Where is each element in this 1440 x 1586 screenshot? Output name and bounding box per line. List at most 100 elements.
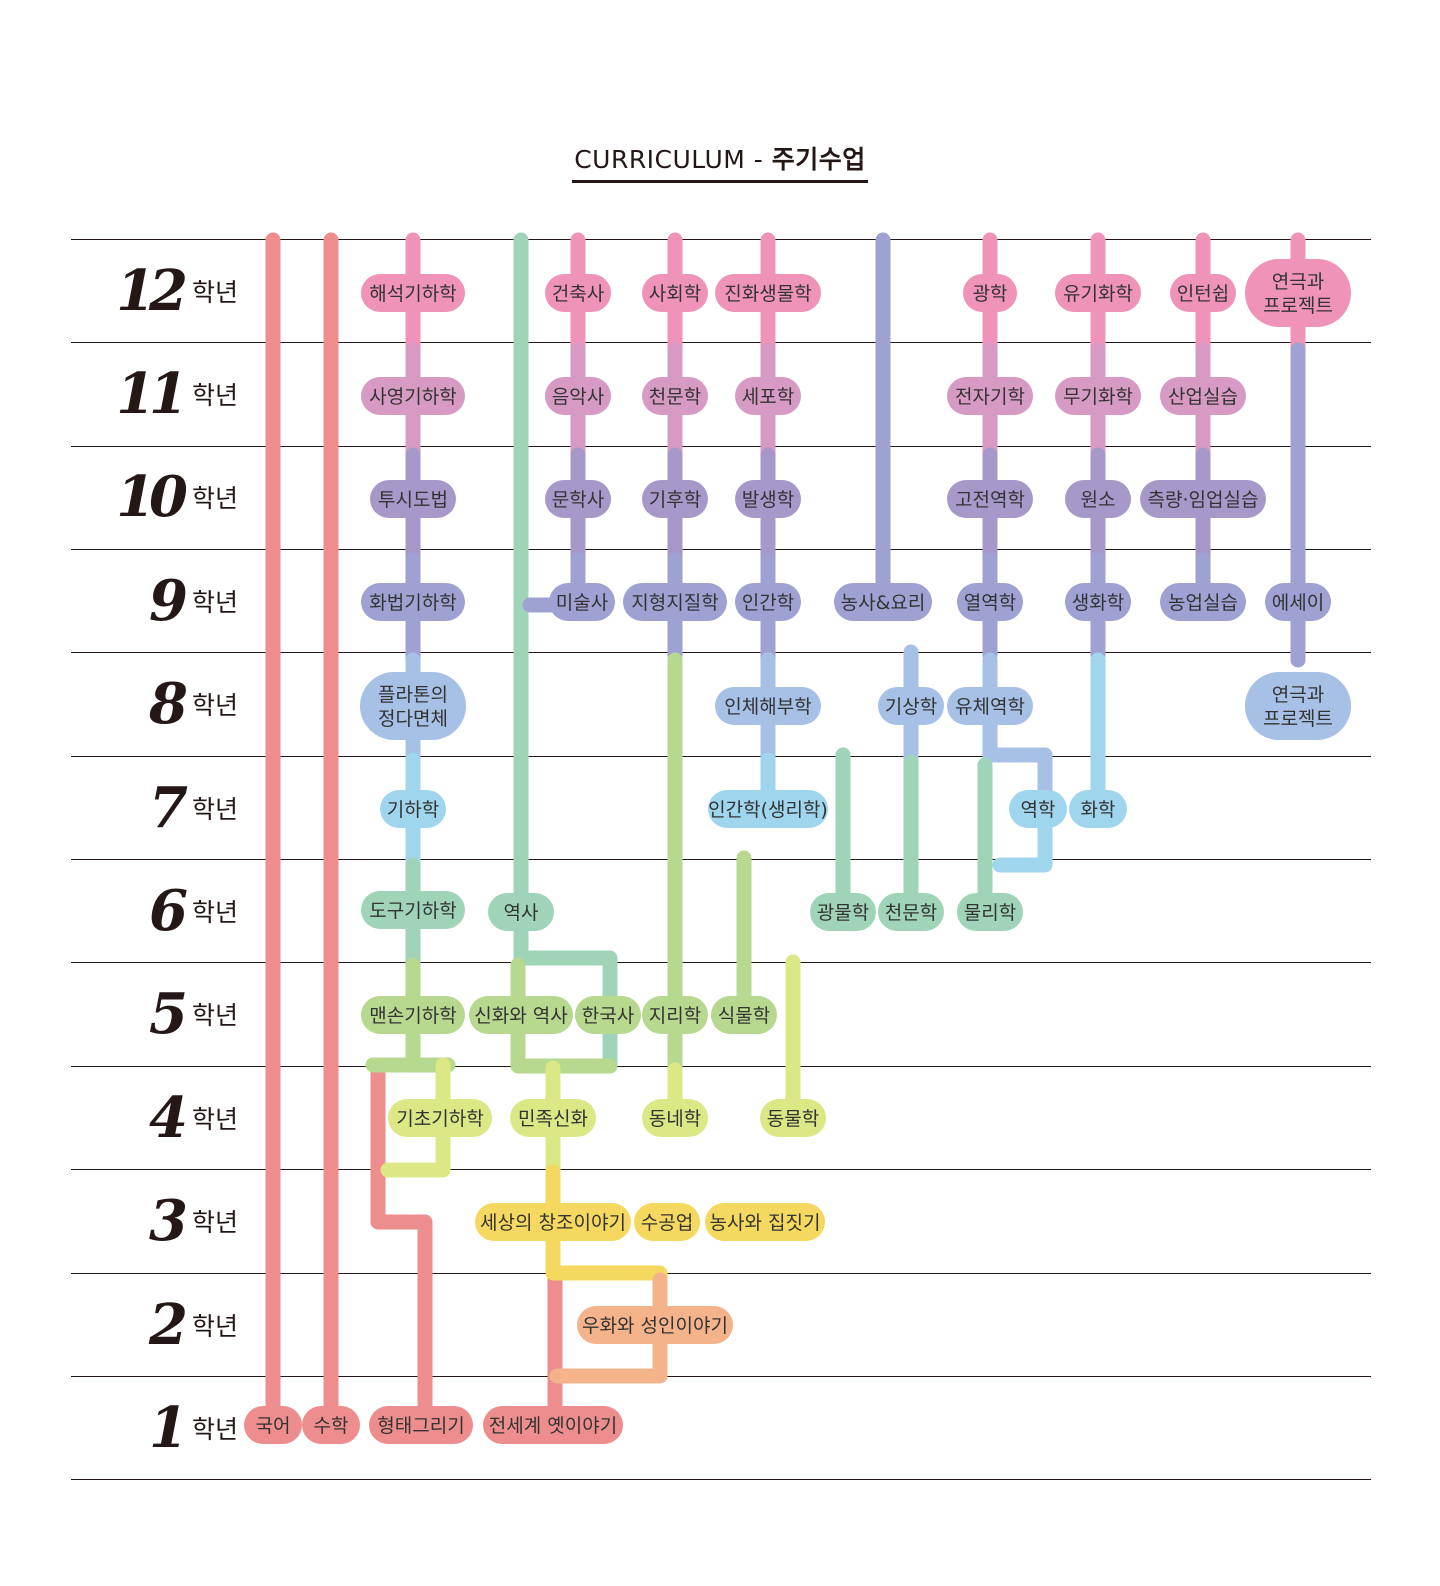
subject-label-line: 플라톤의 xyxy=(378,684,448,706)
subject-pill: 원소 xyxy=(1065,480,1131,518)
subject-label: 열역학 xyxy=(964,592,1016,614)
subject-label-line: 화법기하학 xyxy=(369,592,456,614)
subject-label-line: 농사와 집짓기 xyxy=(710,1212,821,1234)
subject-label-line: 동물학 xyxy=(767,1108,819,1130)
subject-pill-bg xyxy=(810,893,876,931)
subject-pill-bg xyxy=(735,480,801,518)
subject-pill-bg xyxy=(1065,480,1131,518)
row-line xyxy=(71,1479,1371,1480)
row-line xyxy=(71,1273,1371,1274)
subject-pill-bg xyxy=(1055,274,1141,312)
subject-label: 유체역학 xyxy=(955,696,1025,718)
row-line xyxy=(71,1169,1371,1170)
subject-pill-bg xyxy=(469,996,573,1034)
grade-number: 6 xyxy=(149,878,188,944)
subject-pill-bg xyxy=(577,1306,733,1344)
grade-suffix: 학년 xyxy=(192,795,239,824)
subject-label: 역사 xyxy=(504,902,539,924)
subject-label: 해석기하학 xyxy=(369,283,456,305)
subject-label-line: 농업실습 xyxy=(1168,592,1238,614)
subject-pill: 음악사 xyxy=(545,377,611,415)
subject-label: 수학 xyxy=(314,1415,349,1437)
subject-pill-bg xyxy=(1009,790,1067,828)
subject-pill: 기상학 xyxy=(878,687,944,725)
subject-pill: 신화와 역사 xyxy=(469,996,573,1034)
grade-number: 4 xyxy=(149,1085,188,1151)
grade-number: 1 xyxy=(149,1395,188,1461)
subject-pill-bg xyxy=(634,1203,700,1241)
subject-pill-bg xyxy=(947,687,1033,725)
subject-pill: 무기화학 xyxy=(1055,377,1141,415)
subject-label: 민족신화 xyxy=(518,1108,588,1130)
subject-label-line: 수학 xyxy=(314,1415,349,1437)
subject-label-line: 도구기하학 xyxy=(369,900,456,922)
subject-pill: 기초기하학 xyxy=(388,1099,492,1137)
subject-pill-bg xyxy=(642,996,708,1034)
subject-pill-bg xyxy=(878,893,944,931)
subject-label-line: 사회학 xyxy=(649,283,701,305)
row-line xyxy=(71,962,1371,963)
grade-number: 7 xyxy=(149,775,188,841)
subject-label: 화학 xyxy=(1081,799,1116,821)
subject-pill: 유체역학 xyxy=(947,687,1033,725)
subject-pill: 사영기하학 xyxy=(361,377,465,415)
subject-label-line: 기하학 xyxy=(387,799,439,821)
subject-pill: 고전역학 xyxy=(947,480,1033,518)
subject-label: 수공업 xyxy=(641,1212,693,1234)
subject-label: 물리학 xyxy=(964,902,1016,924)
page-title: CURRICULUM - 주기수업 xyxy=(0,140,1440,183)
subject-label: 원소 xyxy=(1081,489,1116,511)
subject-label: 세포학 xyxy=(742,386,794,408)
subject-label-line: 투시도법 xyxy=(378,489,448,511)
subject-label: 천문학 xyxy=(885,902,937,924)
subject-pill: 진화생물학 xyxy=(715,274,821,312)
subject-pill: 맨손기하학 xyxy=(361,996,465,1034)
row-line xyxy=(71,239,1371,240)
subject-pill: 역학 xyxy=(1009,790,1067,828)
subject-pill: 화법기하학 xyxy=(361,583,465,621)
subject-label-line: 화학 xyxy=(1081,799,1116,821)
subject-label-line: 에세이 xyxy=(1272,592,1324,614)
subject-label: 동네학 xyxy=(649,1108,701,1130)
subject-label: 발생학 xyxy=(742,489,794,511)
subject-pill: 인간학 xyxy=(735,583,801,621)
subject-pill: 발생학 xyxy=(735,480,801,518)
subject-label: 음악사 xyxy=(552,386,604,408)
subject-pill-bg xyxy=(1140,480,1266,518)
subject-pill: 천문학 xyxy=(642,377,708,415)
subject-pill-bg xyxy=(549,583,615,621)
subject-label-line: 천문학 xyxy=(649,386,701,408)
subject-pill: 기후학 xyxy=(642,480,708,518)
subject-pill: 지형지질학 xyxy=(623,583,727,621)
grade-suffix: 학년 xyxy=(192,1001,239,1030)
subject-label: 우화와 성인이야기 xyxy=(582,1315,728,1337)
subject-pill-bg xyxy=(361,274,465,312)
subject-label-line: 역학 xyxy=(1021,799,1056,821)
subject-label-line: 한국사 xyxy=(582,1005,634,1027)
grade-suffix: 학년 xyxy=(192,1208,239,1237)
subject-pill-bg xyxy=(715,687,821,725)
subject-pill: 인체해부학 xyxy=(715,687,821,725)
subject-label-line: 연극과 xyxy=(1272,684,1324,706)
subject-label-line: 인체해부학 xyxy=(724,696,811,718)
subject-pill-bg xyxy=(735,377,801,415)
subject-label-line: 광학 xyxy=(973,283,1008,305)
subject-pill: 생화학 xyxy=(1065,583,1131,621)
subject-pill-bg xyxy=(361,891,465,929)
grade-suffix: 학년 xyxy=(192,588,239,617)
subject-pill-bg xyxy=(244,1406,302,1444)
grade-suffix: 학년 xyxy=(192,691,239,720)
subject-label: 인체해부학 xyxy=(724,696,811,718)
grade-suffix: 학년 xyxy=(192,1415,239,1444)
subject-label-line: 진화생물학 xyxy=(724,283,811,305)
